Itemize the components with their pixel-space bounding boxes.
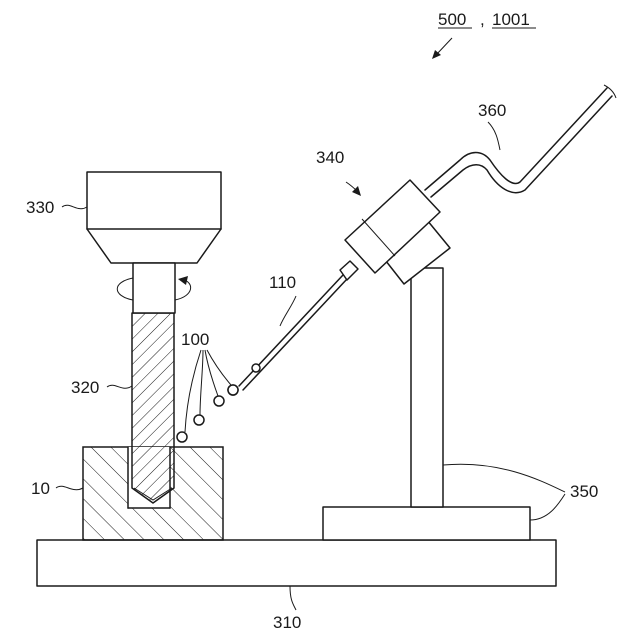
spindle-shaft [133,263,175,313]
stand-leader-post [443,464,565,492]
spindle-head-label: 330 [26,198,54,217]
chip-particle [214,396,224,406]
workpiece: 10 [31,447,223,540]
rotation-arc-left [117,278,133,300]
stand-leader-base [530,494,565,520]
chip-leader [205,350,218,396]
stand-post [411,268,443,507]
base-plate-body [37,540,556,586]
air-hose: 360 [425,85,616,197]
air-nozzle: 110 [228,261,358,395]
spindle-head: 330 [26,172,221,313]
figure-ref-primary: 500 [438,10,466,29]
spindle-head-leader [62,205,87,208]
chip-leader [200,350,203,415]
chip-particle [177,432,187,442]
hose-break [604,85,616,98]
drill-label: 320 [71,378,99,397]
rotation-arc-right [175,280,191,300]
figure-reference: 500 , 1001 [432,10,536,59]
base-label: 310 [273,613,301,632]
holder-label: 340 [316,148,344,167]
hose-label: 360 [478,101,506,120]
stand-base [323,507,530,540]
nozzle-label: 110 [269,273,296,292]
hose-line-upper [425,88,607,190]
chips-label: 100 [181,330,209,349]
figure-ref-separator: , [480,10,485,29]
nozzle-fitting [340,261,358,280]
stand-label: 350 [570,482,598,501]
hose-leader [488,122,500,150]
nozzle-holder: 340 [316,148,450,284]
workpiece-label: 10 [31,479,50,498]
chips: 100 [177,330,238,442]
figure-ref-secondary: 1001 [492,10,530,29]
workpiece-leader [56,486,83,489]
nozzle-ring [252,364,260,372]
base-plate: 310 [37,540,556,632]
nozzle-tip [228,385,238,395]
rotation-arrowhead [178,276,188,285]
spindle-head-body [87,172,221,263]
nozzle-leader [280,296,296,326]
drill-leader [107,385,132,388]
chip-particle [194,415,204,425]
drill-bit-body [132,313,174,503]
nozzle-tube-lower [243,279,347,390]
base-leader [290,586,296,610]
figure-ref-arrow [436,38,452,55]
chip-leader [207,350,231,385]
support-stand: 350 [323,268,598,540]
